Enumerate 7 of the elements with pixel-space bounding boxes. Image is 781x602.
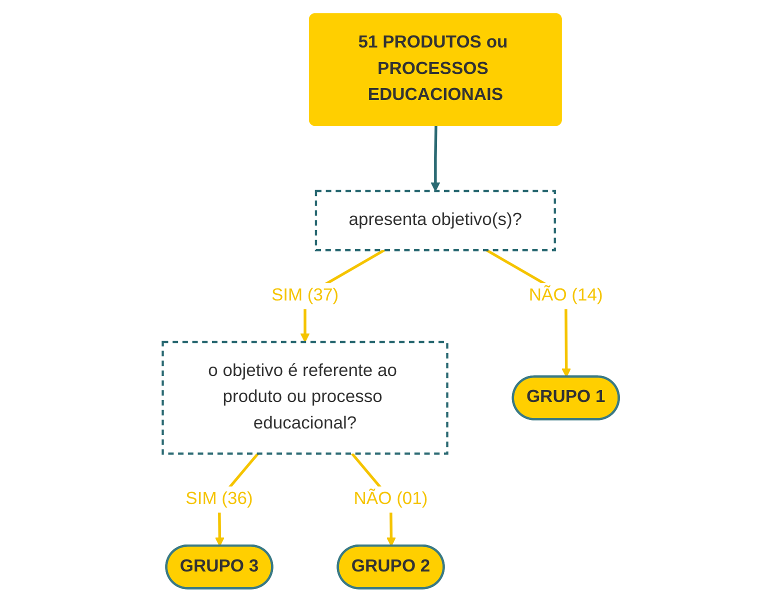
- edge-label: SIM (36): [185, 490, 253, 508]
- edge-label: NÃO (14): [528, 286, 603, 305]
- edge-label: SIM (37): [271, 286, 338, 305]
- edge-label: NÃO (01): [354, 490, 428, 508]
- node-box: apresenta objetivo(s)?: [314, 190, 556, 252]
- node-box: o objetivo é referente ao produto ou processo educacional?: [161, 340, 448, 455]
- arrow: [430, 126, 440, 192]
